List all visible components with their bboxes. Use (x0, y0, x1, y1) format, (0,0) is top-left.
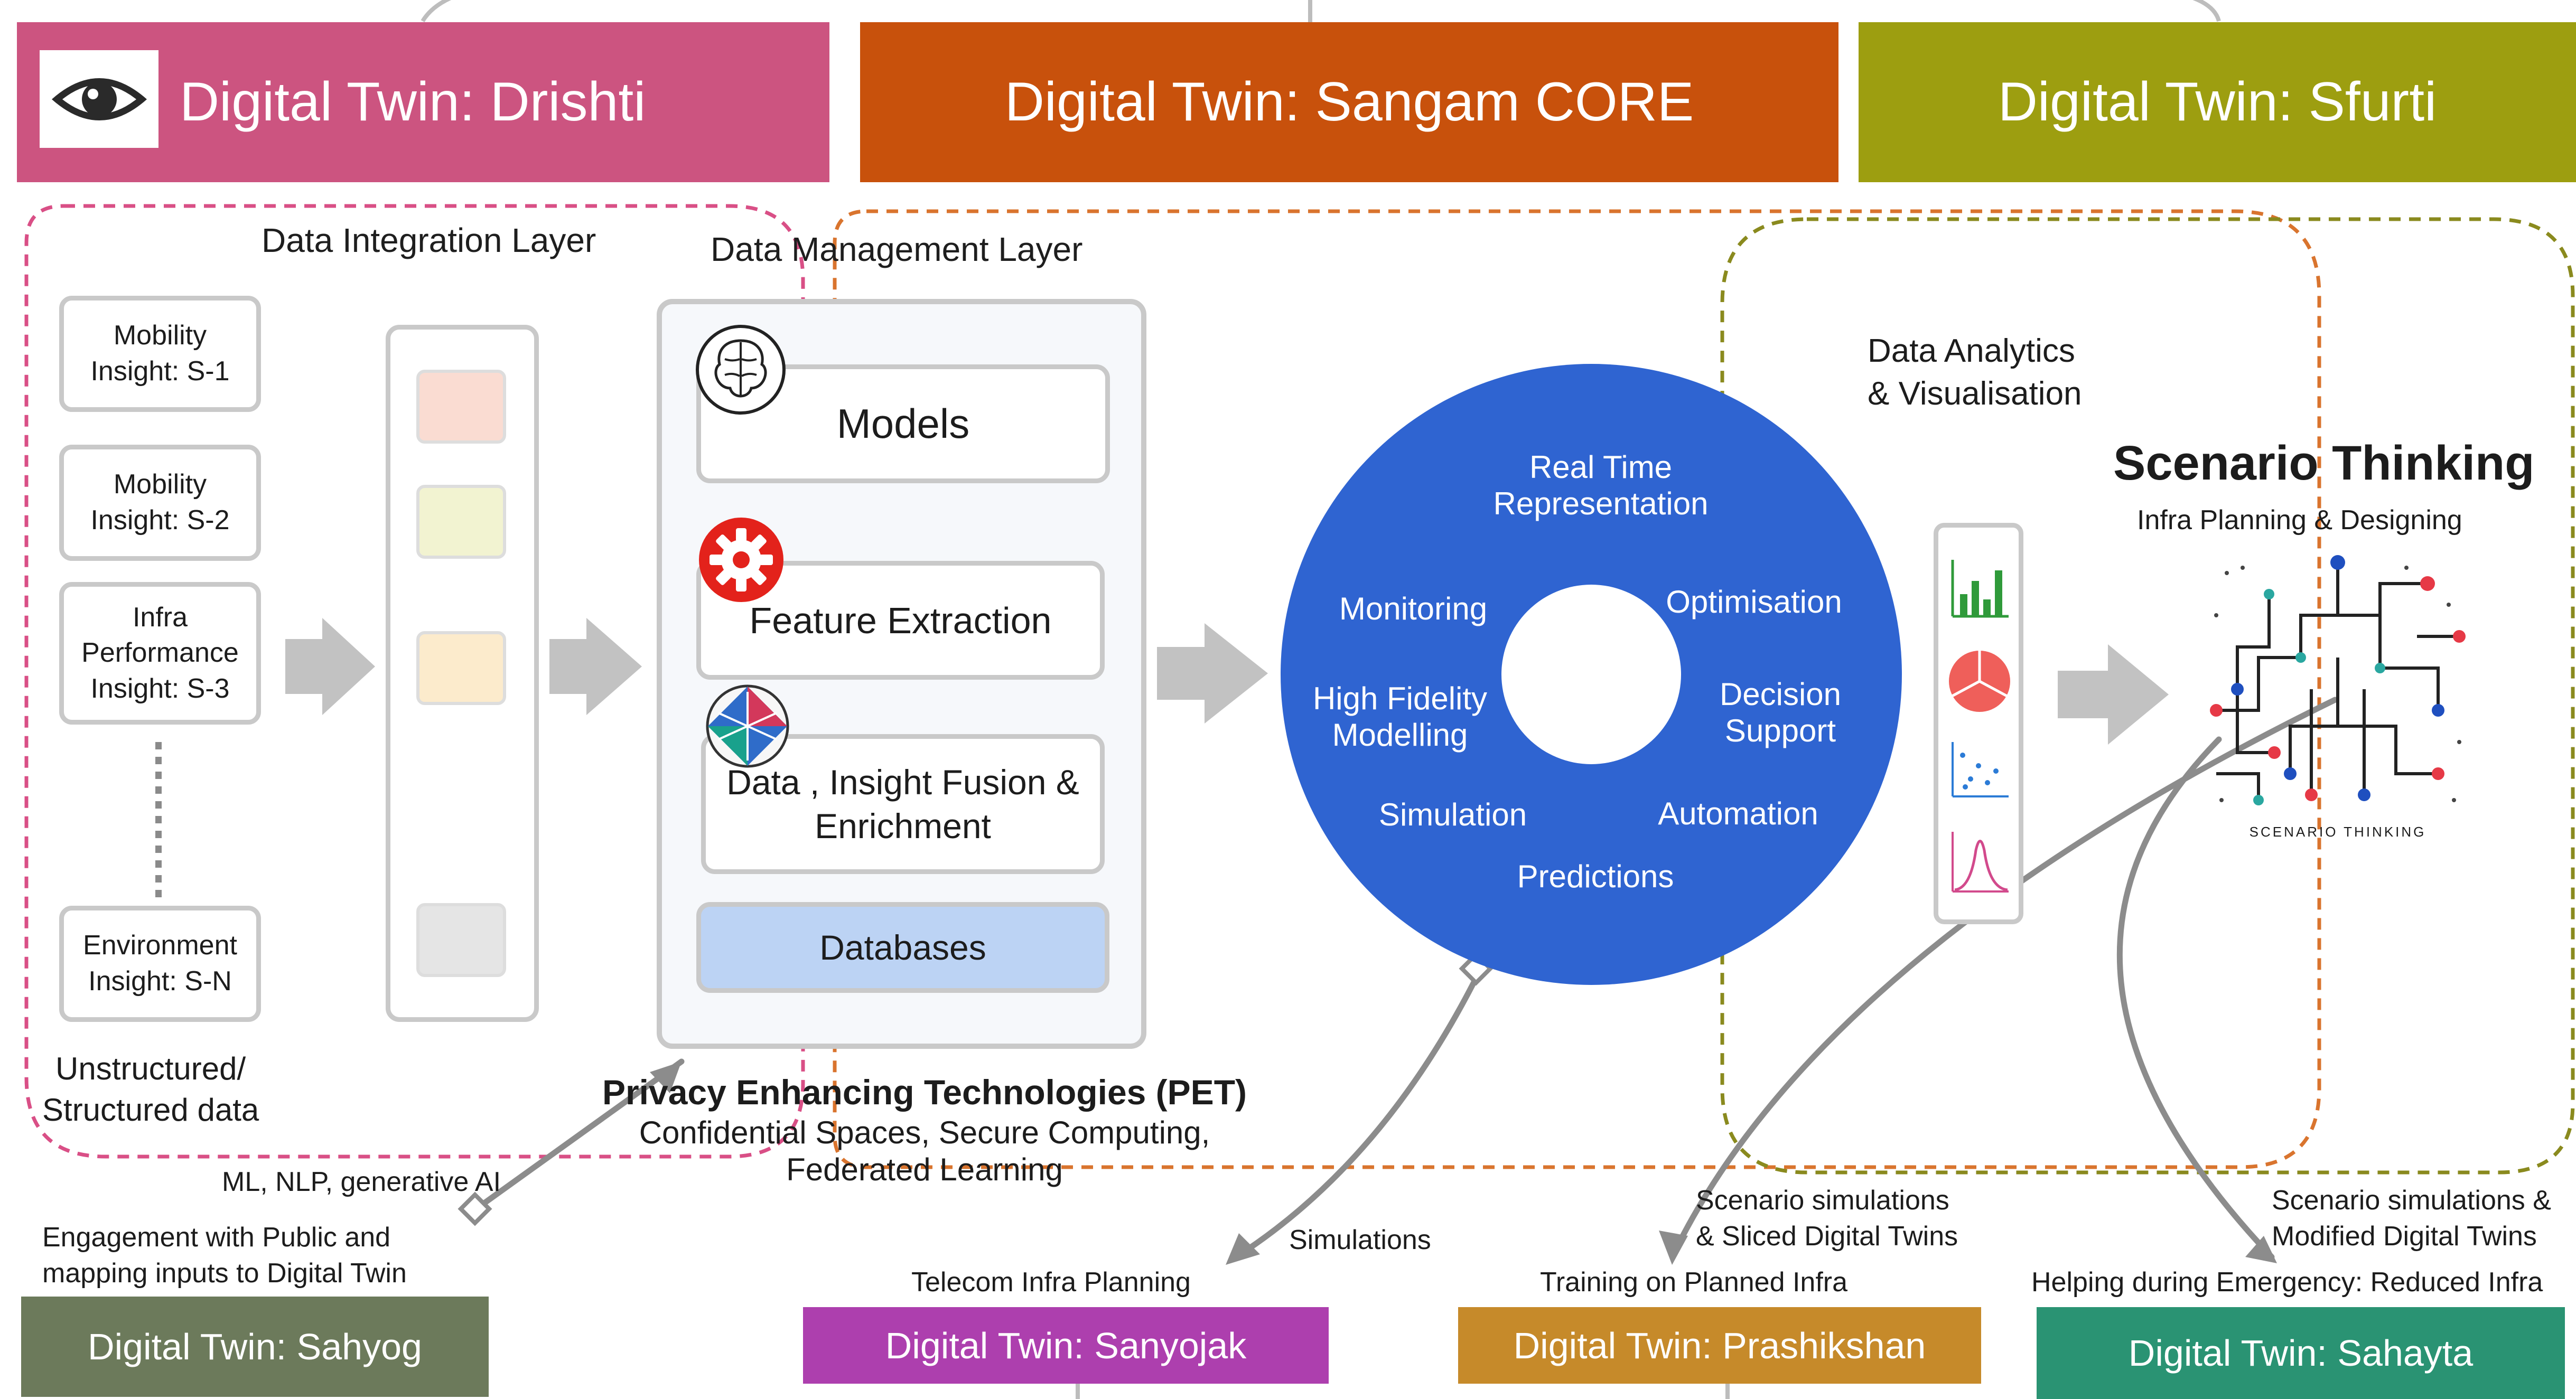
banner-sahayta-title: Digital Twin: Sahayta (2128, 1332, 2474, 1374)
core-label-decision: Decision Support (1719, 677, 1842, 748)
scenario-circuit-icon (2210, 555, 2466, 805)
management-layer-title: Data Management Layer (711, 230, 1083, 268)
scenario-subtitle: Infra Planning & Designing (2137, 505, 2462, 536)
pet-line-2: Federated Learning (786, 1152, 1063, 1187)
flow-arrow-1 (285, 618, 375, 715)
fusion-box: Data , Insight Fusion & Enrichment (701, 734, 1105, 874)
feature-extraction-label: Feature Extraction (749, 599, 1052, 641)
distribution-curve-icon (1952, 832, 2009, 893)
core-label-predictions: Predictions (1517, 859, 1674, 894)
connector-ml (472, 1058, 685, 1213)
insight-sn: Environment Insight: S-N (59, 906, 261, 1022)
eye-icon (51, 78, 147, 120)
brain-icon (696, 325, 786, 415)
ml-nlp-note: ML, NLP, generative AI (222, 1167, 501, 1197)
scenario-title: Scenario Thinking (2113, 436, 2535, 490)
banner-sahyog-title: Digital Twin: Sahyog (88, 1326, 422, 1367)
insight-sn-label: Environment Insight: S-N (83, 930, 237, 997)
banner-prashikshan: Digital Twin: Prashikshan (1458, 1307, 1981, 1384)
unstructured-data-note: Unstructured/ Structured data (42, 1051, 259, 1128)
pet-line-1: Confidential Spaces, Secure Computing, (639, 1115, 1210, 1150)
scenario-caption: SCENARIO THINKING (2249, 824, 2426, 840)
banner-sahyog: Digital Twin: Sahyog (21, 1297, 489, 1397)
connector-sahayta (2116, 736, 2275, 1260)
core-label-realtime: Real Time Representation (1493, 449, 1709, 521)
databases-box: Databases (696, 902, 1109, 993)
sfurti-region (1720, 217, 2575, 1175)
data-block-1 (416, 370, 506, 444)
integration-region (24, 204, 805, 1159)
banner-sangam-title: Digital Twin: Sangam CORE (1004, 71, 1694, 133)
core-donut (1281, 364, 1902, 985)
insight-s3-label: Infra Performance Insight: S-3 (81, 602, 239, 704)
data-block-3 (416, 631, 506, 705)
banner-drishti-title: Digital Twin: Drishti (180, 71, 646, 133)
insight-s2: Mobility Insight: S-2 (59, 445, 261, 561)
telecom-note: Telecom Infra Planning (911, 1267, 1191, 1298)
bar-chart-icon (1951, 560, 2009, 618)
flow-arrow-3 (1157, 623, 1268, 724)
eye-icon-box (40, 50, 158, 148)
banner-prashikshan-title: Digital Twin: Prashikshan (1513, 1325, 1926, 1366)
connector-simulations (1233, 969, 1482, 1260)
emergency-note: Helping during Emergency: Reduced Infra (2031, 1267, 2543, 1298)
fusion-label: Data , Insight Fusion & Enrichment (726, 763, 1079, 846)
pie-chart-icon (1949, 651, 2010, 712)
core-region (833, 209, 2321, 1169)
flow-arrow-4 (2058, 644, 2169, 745)
core-label-simulation: Simulation (1378, 797, 1527, 832)
simulations-note: Simulations (1289, 1225, 1431, 1255)
banner-sanyojak: Digital Twin: Sanyojak (803, 1307, 1329, 1384)
core-label-automation: Automation (1658, 796, 1818, 831)
flow-arrow-2 (549, 618, 642, 715)
banner-sanyojak-title: Digital Twin: Sanyojak (885, 1325, 1247, 1366)
insight-s1-label: Mobility Insight: S-1 (90, 320, 230, 387)
banner-sfurti-title: Digital Twin: Sfurti (1998, 71, 2437, 133)
scenario-sliced-note: Scenario simulations & Sliced Digital Tw… (1696, 1185, 1958, 1252)
data-fusion-icon (706, 684, 789, 768)
gear-icon (699, 518, 783, 602)
engagement-note: Engagement with Public and mapping input… (42, 1222, 407, 1289)
models-label: Models (836, 400, 970, 447)
scatter-plot-icon (1952, 742, 2009, 797)
insight-s2-label: Mobility Insight: S-2 (90, 469, 230, 536)
scenario-modified-note: Scenario simulations & Modified Digital … (2272, 1185, 2551, 1252)
banner-sangam: Digital Twin: Sangam CORE (860, 22, 1838, 182)
core-label-monitoring: Monitoring (1339, 591, 1488, 626)
analytics-title: Data Analytics & Visualisation (1868, 333, 2082, 412)
data-block-4 (416, 903, 506, 977)
banner-sfurti: Digital Twin: Sfurti (1859, 22, 2576, 182)
databases-label: Databases (819, 928, 986, 967)
training-note: Training on Planned Infra (1540, 1267, 1848, 1298)
insight-s3: Infra Performance Insight: S-3 (59, 582, 261, 725)
insight-s1: Mobility Insight: S-1 (59, 296, 261, 412)
data-block-2 (416, 485, 506, 559)
integration-layer-title: Data Integration Layer (262, 221, 596, 259)
core-label-modelling: High Fidelity Modelling (1312, 681, 1488, 753)
models-box: Models (696, 364, 1110, 483)
core-label-optimisation: Optimisation (1666, 584, 1842, 619)
pet-title: Privacy Enhancing Technologies (PET) (602, 1073, 1247, 1112)
banner-sahayta: Digital Twin: Sahayta (2037, 1307, 2565, 1399)
